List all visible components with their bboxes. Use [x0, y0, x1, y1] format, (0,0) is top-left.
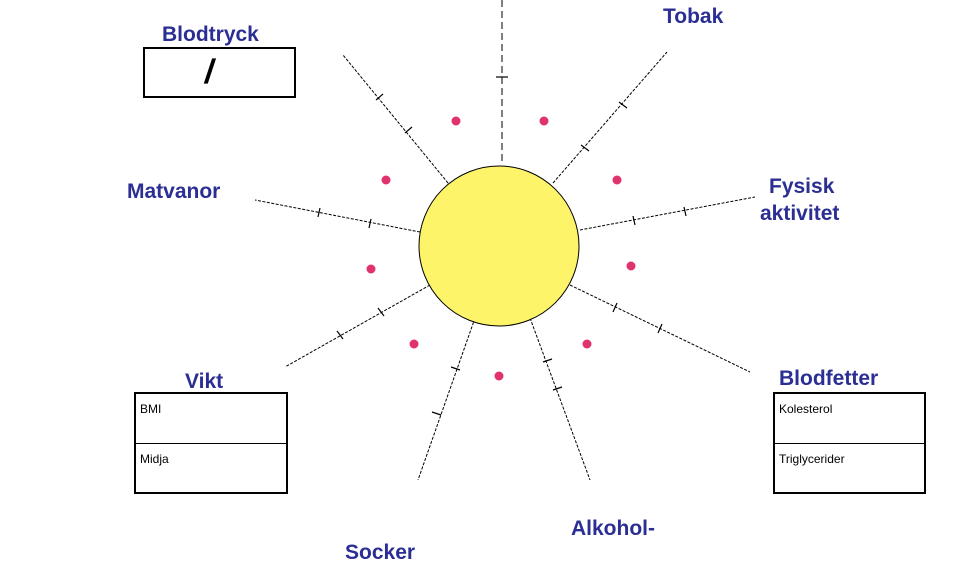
- dots: [366, 116, 636, 381]
- vikt-box: BMI Midja: [134, 392, 288, 494]
- label-fysisk: Fysisk: [769, 175, 835, 198]
- ray-tobak: [552, 51, 668, 184]
- vikt-midja[interactable]: Midja: [140, 452, 169, 466]
- label-socker: Socker: [345, 541, 416, 564]
- label-matvanor: Matvanor: [127, 180, 221, 203]
- lifestyle-sun-diagram: [254, 0, 756, 481]
- blodtryck-value: /: [202, 53, 218, 91]
- ray-ticks: [317, 93, 687, 416]
- label-aktivitet: aktivitet: [760, 202, 840, 225]
- ray-socker: [417, 317, 476, 481]
- vikt-bmi[interactable]: BMI: [136, 394, 286, 444]
- label-blodtryck: Blodtryck: [162, 23, 259, 46]
- sun-center: [418, 165, 580, 327]
- ray-vikt: [284, 284, 431, 368]
- rays: [254, 51, 756, 481]
- label-vikt: Vikt: [185, 370, 224, 393]
- blodfetter-kolesterol[interactable]: Kolesterol: [775, 394, 924, 444]
- ray-matvanor: [254, 199, 421, 233]
- ray-fysisk: [579, 196, 756, 231]
- label-tobak: Tobak: [663, 5, 724, 28]
- label-alkohol: Alkohol-: [571, 517, 655, 540]
- ray-alkohol: [529, 317, 591, 481]
- blodfetter-triglycerider[interactable]: Triglycerider: [779, 452, 845, 466]
- ray-blodtryck: [342, 54, 449, 184]
- label-blodfetter: Blodfetter: [779, 367, 879, 390]
- blodfetter-box: Kolesterol Triglycerider: [773, 392, 926, 494]
- blodtryck-box[interactable]: /: [143, 47, 296, 98]
